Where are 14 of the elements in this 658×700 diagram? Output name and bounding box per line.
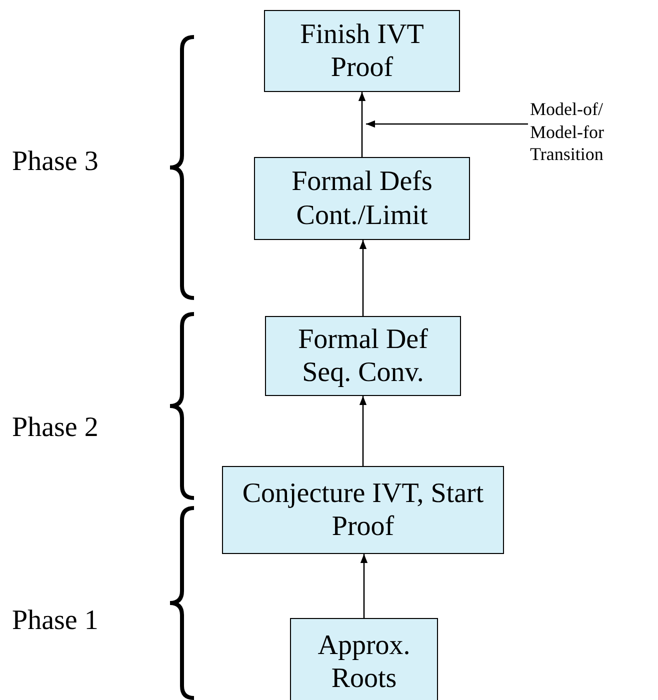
phase-label: Phase 2 [12,412,98,444]
process-box: Finish IVT Proof [264,10,460,92]
process-box: Conjecture IVT, Start Proof [222,466,504,554]
arrow [359,240,367,316]
process-box: Formal Defs Cont./Limit [254,157,470,240]
leader-arrow [366,120,528,128]
arrow [358,92,366,157]
phase-label: Phase 3 [12,146,98,178]
arrow [360,554,368,618]
process-box: Formal Def Seq. Conv. [265,316,461,396]
arrow [359,396,367,466]
process-box: Approx. Roots [290,618,438,700]
phase-label: Phase 1 [12,605,98,637]
annotation-text: Model-of/ Model-for Transition [530,88,650,176]
